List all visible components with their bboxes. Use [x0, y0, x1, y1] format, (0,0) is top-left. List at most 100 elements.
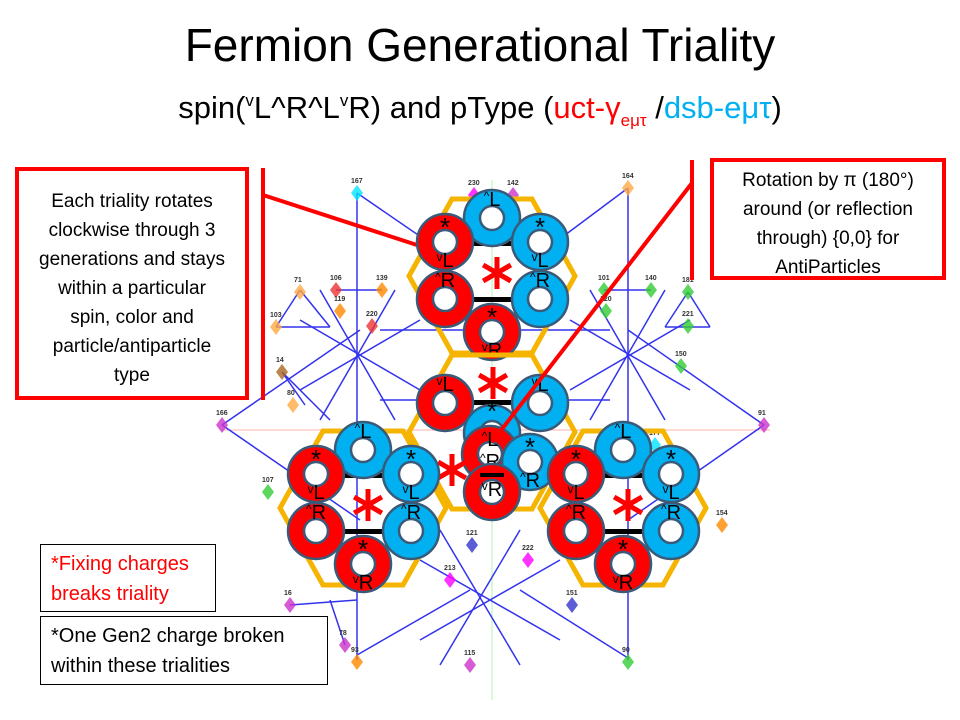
lattice-node: 167 — [351, 178, 363, 201]
ring-label: vL — [436, 374, 453, 396]
ring-label: vL — [531, 250, 548, 272]
fermion-ring-cyan: ^L — [462, 188, 522, 248]
lattice-node: 90 — [622, 647, 634, 670]
lattice-node: 181 — [682, 277, 694, 300]
ring-label: ^L — [355, 421, 372, 443]
note-fixing-charges: *Fixing charges breaks triality — [40, 544, 216, 612]
lattice-node: 103 — [270, 312, 282, 335]
ring-hole — [431, 285, 459, 313]
node-label: 154 — [716, 510, 728, 517]
node-label: 166 — [216, 410, 228, 417]
fermion-ring-cyan: *vL — [641, 444, 701, 504]
lattice-node: 78 — [339, 630, 351, 653]
node-label: 220 — [366, 311, 378, 318]
lattice-line — [281, 371, 306, 406]
node-marker — [444, 572, 456, 588]
lattice-line — [519, 589, 629, 659]
lattice-line — [319, 289, 396, 421]
ring-label: ^L — [615, 421, 632, 443]
ring-hole — [431, 389, 459, 417]
ring-label: * — [440, 212, 450, 242]
lattice-node: 164 — [622, 173, 634, 196]
lattice-node: 80 — [287, 390, 299, 413]
note-line: within these trialities — [51, 655, 230, 677]
lattice-node: 107 — [262, 477, 274, 500]
ring-hole — [609, 550, 637, 578]
node-label: 80 — [287, 390, 295, 397]
ring-label: ^R — [306, 502, 326, 524]
node-label: 16 — [284, 590, 292, 597]
node-label: 142 — [507, 180, 519, 187]
ring-hole — [516, 448, 544, 476]
ring-label: * — [358, 534, 368, 564]
ring-label: vL — [307, 482, 324, 504]
ring-hole — [562, 460, 590, 488]
ring-hole — [302, 460, 330, 488]
callout-line: Each triality rotates — [51, 191, 213, 212]
lattice-line — [627, 329, 765, 426]
node-label: 91 — [758, 410, 766, 417]
node-marker — [716, 517, 728, 533]
node-marker — [334, 303, 346, 319]
node-label: 107 — [262, 477, 274, 484]
lattice-node: 220 — [366, 311, 378, 334]
lattice-line — [356, 589, 471, 656]
subtitle-up-subscript: eμτ — [620, 111, 647, 130]
callout-line: AntiParticles — [775, 257, 881, 278]
lattice-node: 16 — [284, 590, 296, 613]
node-marker — [287, 397, 299, 413]
lattice-node: 120 — [600, 296, 612, 319]
fermion-ring-cyan: ^R — [381, 501, 441, 561]
ring-label: * — [487, 302, 497, 332]
broken-triality-asterisk-icon — [612, 489, 644, 521]
subtitle-spin-v2: v — [339, 91, 349, 110]
callout-line: around (or reflection — [742, 199, 914, 220]
node-label: 121 — [466, 530, 478, 537]
lattice-line — [329, 599, 346, 646]
node-marker — [622, 654, 634, 670]
node-label: 151 — [566, 590, 578, 597]
fermion-ring-red: vR — [462, 462, 522, 522]
node-label: 103 — [270, 312, 282, 319]
ring-label: ^R — [661, 502, 681, 524]
ring-hole — [302, 517, 330, 545]
node-marker — [376, 282, 388, 298]
node-label: 167 — [351, 178, 363, 185]
fermion-ring-red: ^R — [415, 269, 475, 329]
node-label: 71 — [294, 277, 302, 284]
lattice-node: 121 — [466, 530, 478, 553]
right-pointer — [490, 160, 694, 444]
ring-label: * — [487, 396, 497, 426]
broken-triality-asterisk-icon — [477, 367, 509, 399]
hexagon-bottom-left: ^L*vL*vL^R^R*vR — [277, 420, 449, 594]
ring-label: ^R — [520, 470, 540, 492]
node-label: 115 — [464, 650, 475, 657]
fermion-ring-cyan: ^R — [641, 501, 701, 561]
node-label: 78 — [339, 630, 347, 637]
ring-label: * — [618, 534, 628, 564]
left-pointer-diagonal — [262, 193, 421, 248]
lattice-node: 139 — [376, 275, 388, 298]
node-marker — [464, 657, 476, 673]
lattice-node: 213 — [444, 565, 456, 588]
ring-label: * — [406, 444, 416, 474]
pair-bar — [344, 529, 383, 534]
subtitle-spin-mid: L^R^L — [253, 90, 340, 125]
node-marker — [645, 282, 657, 298]
note-line: breaks triality — [51, 583, 169, 605]
subtitle-spin-v: v — [245, 91, 254, 110]
node-marker — [682, 284, 694, 300]
ring-hole — [397, 460, 425, 488]
node-marker — [284, 597, 296, 613]
ring-label: ^R — [401, 502, 421, 524]
node-marker — [216, 417, 228, 433]
lattice-node: 154 — [716, 510, 728, 533]
subtitle-slash: / — [646, 90, 664, 125]
ring-label: ^L — [484, 189, 501, 211]
fermion-ring-red: vL — [415, 373, 475, 433]
ring-hole — [478, 318, 506, 346]
subtitle-up-type: uct-γ — [553, 90, 621, 125]
note-line: *One Gen2 charge broken — [51, 625, 285, 647]
ring-hole — [526, 285, 554, 313]
